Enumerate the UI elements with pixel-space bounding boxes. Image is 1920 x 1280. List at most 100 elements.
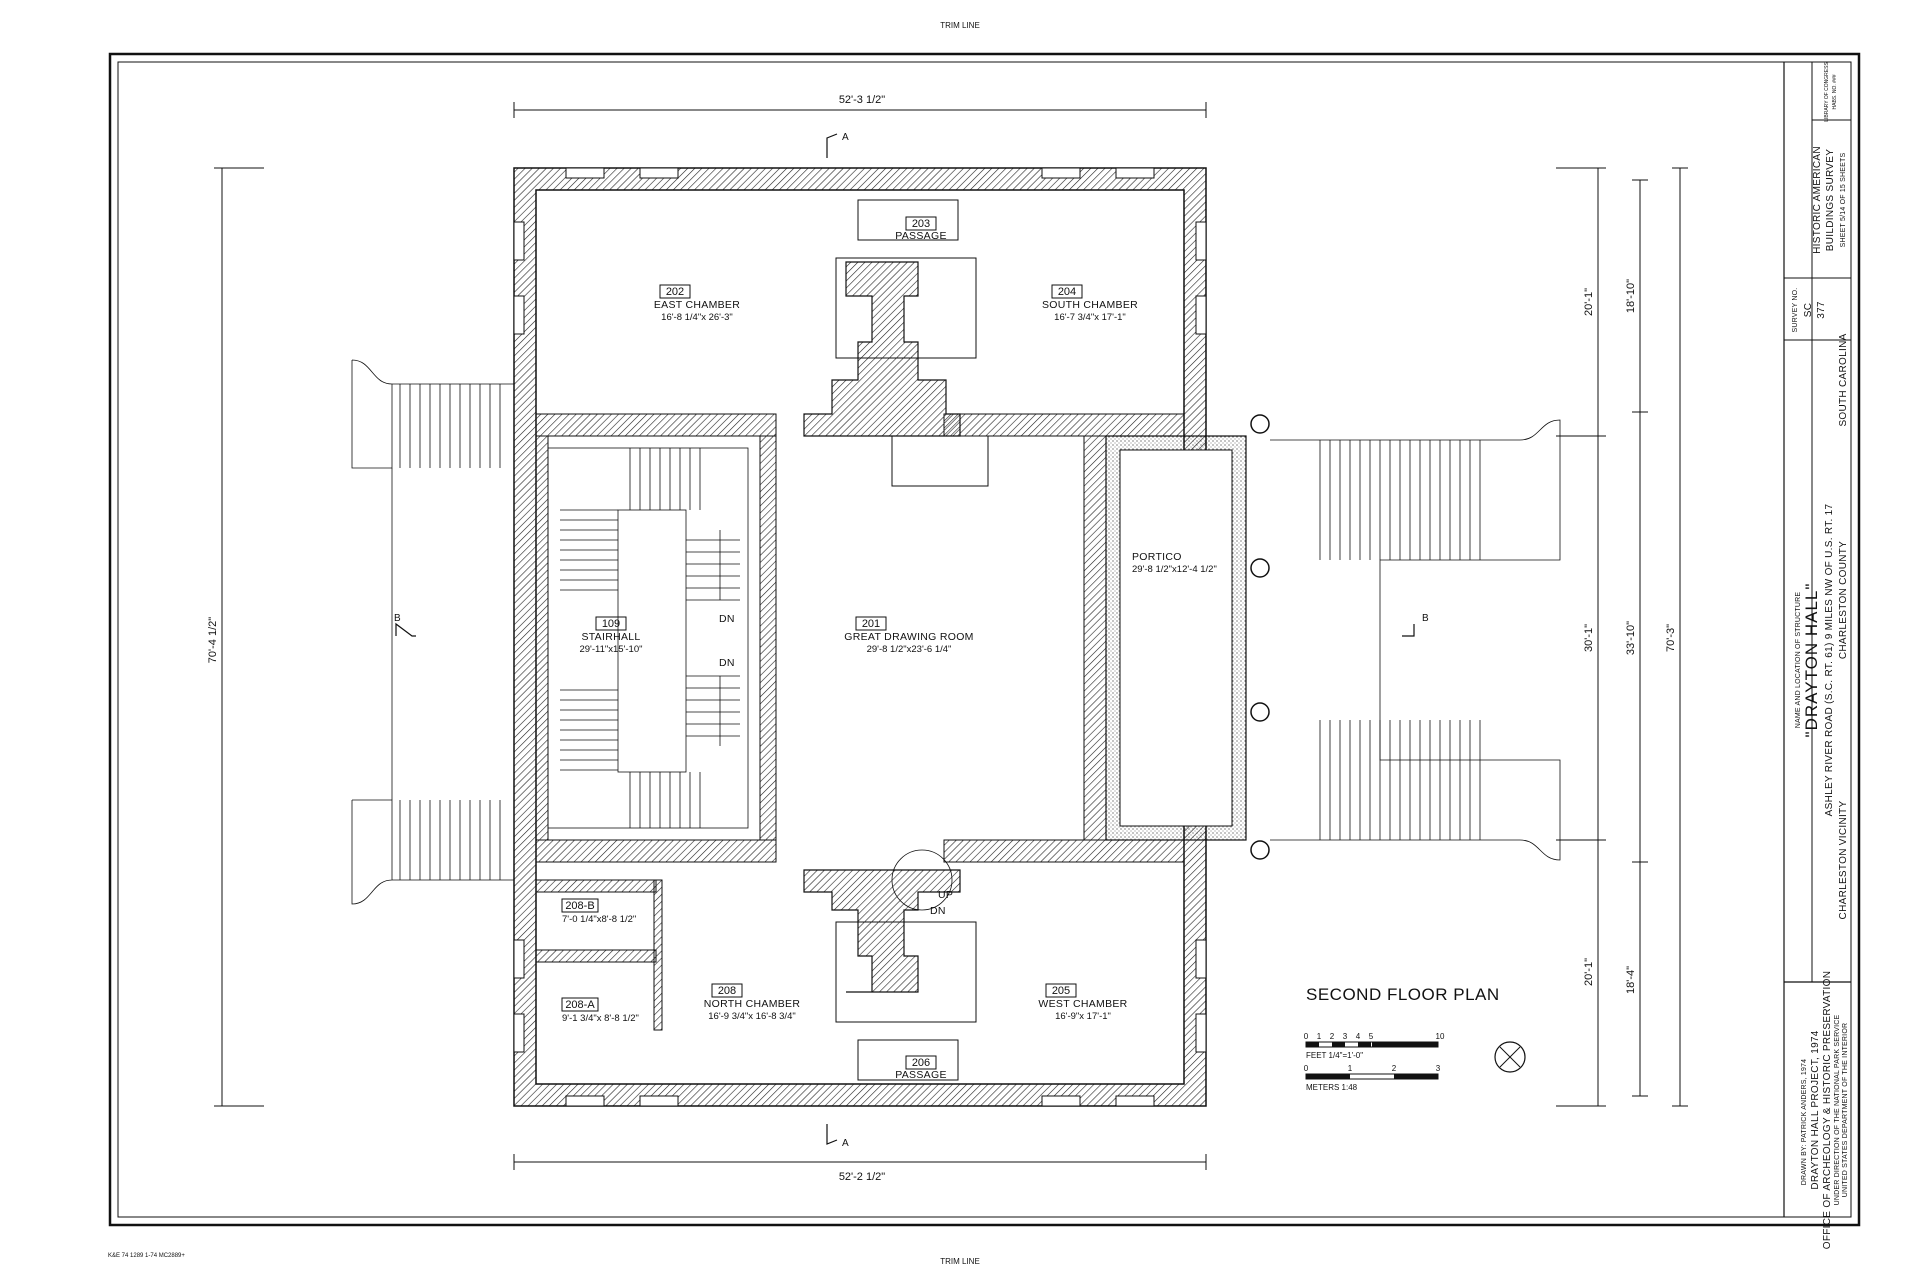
structure-location: ASHLEY RIVER ROAD (S.C. RT. 61) 9 MILES … (1824, 503, 1835, 816)
title-block: DRAWN BY: PATRICK ANDERS, 1974 DRAYTON H… (1783, 62, 1851, 1249)
svg-text:FEET 1/4"=1'-0": FEET 1/4"=1'-0" (1306, 1051, 1363, 1060)
dim-right-a-top: 20'-1" (1583, 288, 1595, 316)
svg-text:205: 205 (1052, 985, 1070, 997)
svg-text:NORTH CHAMBER: NORTH CHAMBER (704, 998, 801, 1010)
room-201: 201 GREAT DRAWING ROOM 29'-8 1/2"x23'-6 … (844, 616, 973, 655)
svg-text:4: 4 (1356, 1032, 1361, 1041)
svg-text:16'-9"x 17'-1": 16'-9"x 17'-1" (1055, 1011, 1111, 1022)
svg-text:B: B (1422, 613, 1429, 624)
svg-text:STAIRHALL: STAIRHALL (581, 631, 640, 643)
dim-right-a-mid: 30'-1" (1583, 624, 1595, 652)
left-exterior-stair (351, 359, 514, 905)
svg-text:PASSAGE: PASSAGE (895, 1069, 947, 1081)
svg-text:16'-8 1/4"x 26'-3": 16'-8 1/4"x 26'-3" (661, 312, 733, 323)
survey-state: SC (1803, 303, 1814, 318)
graphic-scale: 0 1 2 3 4 5 10 FEET 1/4"=1'-0" 0 1 2 3 M… (1304, 1032, 1445, 1092)
svg-text:1: 1 (1348, 1064, 1353, 1073)
state: SOUTH CAROLINA (1838, 333, 1849, 426)
stair-dn-3: DN (930, 905, 946, 917)
survey-number: 377 (1816, 301, 1827, 319)
svg-text:2: 2 (1392, 1064, 1397, 1073)
svg-text:206: 206 (912, 1057, 930, 1069)
county: CHARLESTON COUNTY (1838, 541, 1849, 659)
svg-text:109: 109 (602, 618, 620, 630)
north-arrow-icon (1494, 1041, 1526, 1073)
structure-name: "DRAYTON HALL" (1802, 583, 1821, 738)
spiral-stair (891, 849, 953, 911)
sheet-inner-border (117, 61, 1852, 1218)
loc-line-2: HABS. NO. ### (1832, 74, 1838, 109)
svg-text:METERS 1:48: METERS 1:48 (1306, 1083, 1358, 1092)
svg-text:EAST CHAMBER: EAST CHAMBER (654, 299, 740, 311)
svg-text:3: 3 (1343, 1032, 1348, 1041)
room-109: 109 STAIRHALL 29'-11"x15'-10" (579, 616, 643, 655)
section-mark-b-left: B (394, 613, 416, 637)
dim-right-b-bot: 18'-4" (1625, 966, 1637, 994)
dim-top: 52'-3 1/2" (839, 94, 885, 106)
room-205: 205 WEST CHAMBER 16'-9"x 17'-1" (1038, 983, 1127, 1022)
office-name: OFFICE OF ARCHEOLOGY & HISTORIC PRESERVA… (1822, 971, 1833, 1249)
floor-plan: 52'-3 1/2" 52'-2 1/2" 70'-4 1/2" 20'-1" … (207, 94, 1688, 1183)
stair-up: UP (938, 889, 953, 901)
drawn-by: DRAWN BY: PATRICK ANDERS, 1974 (1801, 1059, 1808, 1185)
svg-text:PASSAGE: PASSAGE (895, 230, 947, 242)
svg-text:A: A (842, 1138, 849, 1149)
svg-text:204: 204 (1058, 286, 1076, 298)
habs-line-2: BUILDINGS SURVEY (1825, 149, 1836, 251)
svg-text:1: 1 (1317, 1032, 1322, 1041)
room-204: 204 SOUTH CHAMBER 16'-7 3/4"x 17'-1" (1042, 284, 1138, 323)
dim-right-b-mid: 33'-10" (1625, 621, 1637, 655)
loc-line-1: LIBRARY OF CONGRESS (1824, 62, 1830, 122)
survey-caption: SURVEY NO. (1792, 288, 1799, 333)
svg-text:16'-7 3/4"x 17'-1": 16'-7 3/4"x 17'-1" (1054, 312, 1126, 323)
corner-code: K&E 74 1289 1-74 MC2889+ (108, 1253, 185, 1259)
room-208b: 208-B 7'-0 1/4"x8'-8 1/2" (561, 898, 636, 925)
room-206: 206 PASSAGE (895, 1055, 947, 1081)
chimney-top (803, 261, 961, 437)
stair-dn-2: DN (719, 657, 735, 669)
svg-text:A: A (842, 132, 849, 143)
room-208a: 208-A 9'-1 3/4"x 8'-8 1/2" (561, 997, 639, 1024)
svg-text:B: B (394, 613, 401, 624)
dim-right-c: 70'-3" (1665, 624, 1677, 652)
svg-text:3: 3 (1436, 1064, 1441, 1073)
svg-text:PORTICO: PORTICO (1132, 551, 1182, 563)
habs-line-1: HISTORIC AMERICAN (1812, 146, 1823, 254)
svg-text:16'-9 3/4"x 16'-8 3/4": 16'-9 3/4"x 16'-8 3/4" (708, 1011, 795, 1022)
svg-text:208-B: 208-B (565, 900, 594, 912)
room-203: 203 PASSAGE (895, 216, 947, 242)
dim-right-a-bot: 20'-1" (1583, 958, 1595, 986)
svg-text:0: 0 (1304, 1032, 1309, 1041)
dim-left: 70'-4 1/2" (207, 617, 219, 663)
sheet-border (108, 52, 1861, 1227)
svg-text:203: 203 (912, 218, 930, 230)
portico-label: PORTICO 29'-8 1/2"x12'-4 1/2" (1132, 551, 1217, 575)
room-202: 202 EAST CHAMBER 16'-8 1/4"x 26'-3" (654, 284, 740, 323)
trim-line-top: TRIM LINE (940, 21, 980, 30)
svg-text:WEST CHAMBER: WEST CHAMBER (1038, 998, 1127, 1010)
department: UNITED STATES DEPARTMENT OF THE INTERIOR (1842, 1023, 1849, 1197)
svg-text:GREAT DRAWING ROOM: GREAT DRAWING ROOM (844, 631, 973, 643)
svg-text:202: 202 (666, 286, 684, 298)
svg-text:29'-8 1/2"x12'-4 1/2": 29'-8 1/2"x12'-4 1/2" (1132, 564, 1217, 575)
vicinity: CHARLESTON VICINITY (1838, 801, 1849, 920)
svg-text:208: 208 (718, 985, 736, 997)
dim-right-b-top: 18'-10" (1625, 279, 1637, 313)
svg-text:7'-0 1/4"x8'-8 1/2": 7'-0 1/4"x8'-8 1/2" (562, 914, 636, 925)
dim-bottom: 52'-2 1/2" (839, 1171, 885, 1183)
right-exterior-stair (1270, 419, 1561, 861)
sheet-number: SHEET 5/14 OF 15 SHEETS (1840, 153, 1847, 248)
svg-text:0: 0 (1304, 1064, 1309, 1073)
svg-text:10: 10 (1436, 1032, 1445, 1041)
svg-text:208-A: 208-A (565, 999, 595, 1011)
portico-columns (1250, 414, 1270, 860)
project-name: DRAYTON HALL PROJECT, 1974 (1810, 1030, 1821, 1189)
plan-title: SECOND FLOOR PLAN (1306, 985, 1500, 1004)
svg-text:2: 2 (1330, 1032, 1335, 1041)
svg-text:29'-11"x15'-10": 29'-11"x15'-10" (579, 644, 642, 655)
stairhall-stairs (547, 447, 749, 829)
room-208: 208 NORTH CHAMBER 16'-9 3/4"x 16'-8 3/4" (704, 983, 801, 1022)
section-mark-b-right: B (1402, 613, 1429, 637)
section-mark-a-top: A (826, 132, 849, 158)
